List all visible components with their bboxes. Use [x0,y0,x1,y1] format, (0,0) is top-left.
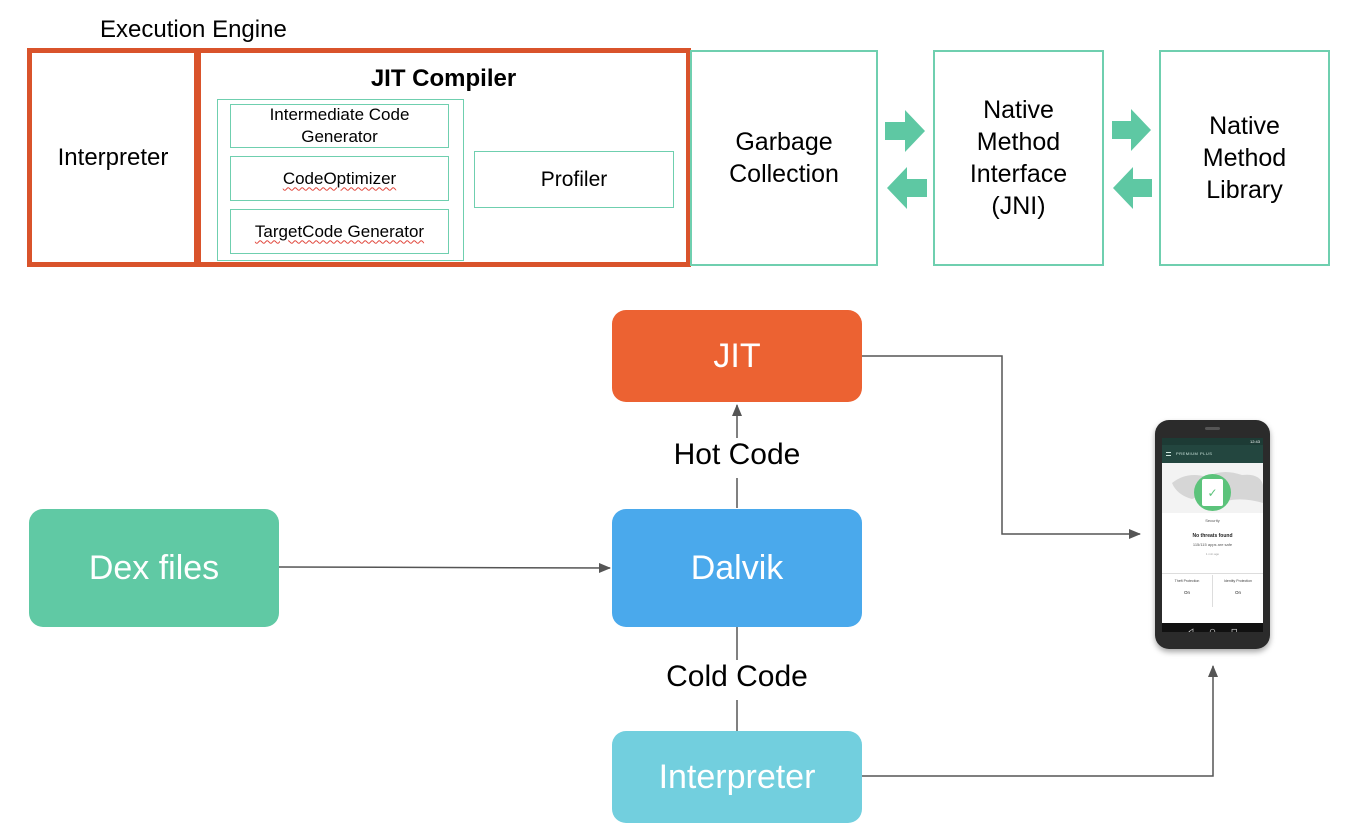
android-phone: 12:43 PREMIUM PLUS ✓ Security No threats… [1155,420,1270,649]
card-separator [1212,575,1213,607]
phone-speaker [1205,427,1220,430]
nav-bar [1162,623,1263,632]
jit-compiler-title: JIT Compiler [370,65,517,92]
code-optimizer-box: CodeOptimizer [230,156,449,201]
profiler-label: Profiler [540,167,608,191]
check-icon: ✓ [1202,479,1223,506]
dalvik-node-label: Dalvik [690,548,784,587]
execution-engine-title: Execution Engine [100,16,287,43]
jni-to-library-arrow [1112,109,1151,151]
intermediate-code-generator-label: Intermediate Code Generator [269,105,410,146]
code-generator-group: Intermediate Code Generator CodeOptimize… [217,99,464,261]
identity-protection-value: On [1234,590,1241,595]
identity-protection-title: Identity Protection [1223,579,1252,583]
status-bar: 12:43 [1162,438,1263,445]
menu-icon [1166,452,1171,456]
dex-files-node-label: Dex files [88,548,220,587]
profiler-box: Profiler [474,151,674,208]
interpreter-label: Interpreter [57,143,169,171]
dalvik-node: Dalvik [612,509,862,627]
native-method-library-box: Native Method Library [1159,50,1330,266]
interpreter-node-label: Interpreter [658,757,816,796]
dex-files-node: Dex files [29,509,279,627]
jit-compiler-box: JIT Compiler Intermediate Code Generator… [196,48,691,267]
status-time-ago: 1 min ago [1205,552,1220,556]
jit-to-device-arrow [862,355,1141,539]
security-label: Security [1205,518,1220,523]
target-code-generator-label: TargetCode Generator [254,221,425,241]
status-title: No threats found [1192,533,1233,539]
theft-protection-title: Theft Protection [1174,579,1200,583]
gc-to-jni-arrow [885,110,925,152]
jit-node-label: JIT [713,336,761,375]
nav-icons [1188,628,1237,632]
dex-to-dalvik-arrow [278,562,611,573]
card-divider [1162,573,1263,574]
native-method-interface-label: Native Method Interface (JNI) [969,96,1068,220]
garbage-collection-box: Garbage Collection [690,50,878,266]
interpreter-node: Interpreter [612,731,862,823]
code-optimizer-label: CodeOptimizer [282,168,397,188]
garbage-collection-label: Garbage Collection [729,128,839,188]
interpreter-to-device-arrow [862,665,1218,777]
native-method-library-label: Native Method Library [1202,112,1287,204]
library-to-jni-arrow [1113,167,1152,209]
hot-code-label: Hot Code [650,438,824,478]
security-shield: ✓ [1194,474,1231,511]
native-method-interface-box: Native Method Interface (JNI) [933,50,1104,266]
phone-screen: 12:43 PREMIUM PLUS ✓ Security No threats… [1162,438,1263,632]
status-detail: 115/115 apps are safe [1192,542,1233,547]
jni-to-gc-arrow [887,167,927,209]
cold-code-label: Cold Code [645,660,829,700]
theft-protection-value: On [1183,590,1190,595]
status-time: 12:43 [1249,439,1260,444]
target-code-generator-box: TargetCode Generator [230,209,449,254]
app-header-title: PREMIUM PLUS [1176,451,1213,456]
app-bar: PREMIUM PLUS [1162,445,1263,463]
intermediate-code-generator-box: Intermediate Code Generator [230,104,449,148]
jit-node: JIT [612,310,862,402]
